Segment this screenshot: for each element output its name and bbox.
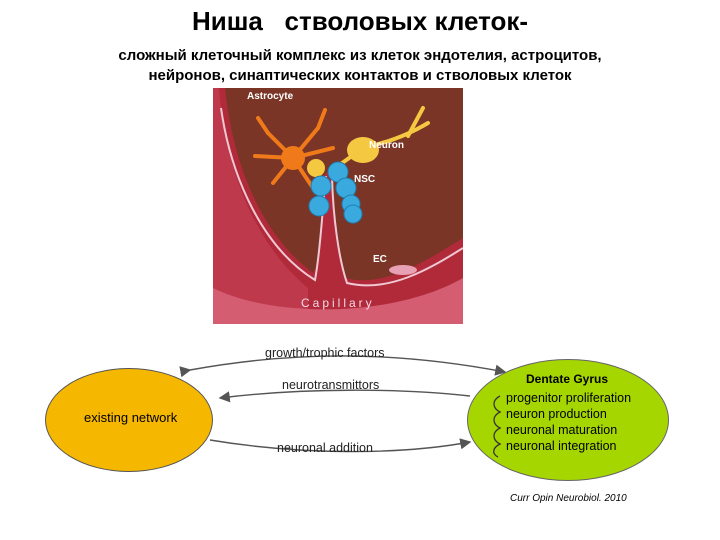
- arrow-label-neurotransmittors: neurotransmittors: [282, 378, 380, 392]
- astrocyte-label: Astrocyte: [247, 91, 294, 102]
- dentate-gyrus-list: progenitor proliferation neuron producti…: [506, 390, 631, 454]
- arrow-neuronal-addition: [209, 438, 472, 453]
- subtitle-line-2: нейронов, синаптических контактов и ство…: [148, 67, 572, 84]
- neuron-body: [347, 137, 379, 163]
- slide-subtitle: сложный клеточный комплекс из клеток энд…: [0, 46, 720, 86]
- capillary-label: Capillary: [301, 296, 375, 310]
- nsc-label: NSC: [354, 174, 376, 185]
- neurogenesis-network-diagram: growth/trophic factors neurotransmittors…: [0, 330, 720, 530]
- citation: Curr Opin Neurobiol. 2010: [510, 493, 627, 504]
- dg-item-integration: neuronal integration: [506, 439, 617, 453]
- neuron-synapse: [307, 159, 325, 177]
- arrow-label-growth-factors: growth/trophic factors: [265, 346, 385, 360]
- ec-nucleus: [389, 265, 417, 275]
- dg-item-maturation: neuronal maturation: [506, 423, 618, 437]
- arrow-neurotransmittors: [218, 389, 471, 403]
- cycle-arrows-icon: [493, 395, 502, 458]
- existing-network-node: existing network: [45, 368, 213, 472]
- slide-title: Ниша стволовых клеток-: [191, 6, 529, 36]
- dentate-gyrus-title: Dentate Gyrus: [526, 372, 609, 386]
- subtitle-line-1: сложный клеточный комплекс из клеток энд…: [118, 47, 602, 64]
- arrow-label-neuronal-addition: neuronal addition: [277, 441, 373, 455]
- stem-cell-niche-illustration: Astrocyte Neuron NSC EC Capillary: [213, 88, 463, 324]
- capillary-lumen: [213, 278, 463, 324]
- capillary-wall-outer: [213, 88, 308, 324]
- network-arrows: [179, 355, 507, 453]
- arrow-growth-factors: [179, 355, 507, 378]
- dentate-gyrus-node: Dentate Gyrus progenitor proliferation n…: [467, 359, 669, 481]
- dg-item-proliferation: progenitor proliferation: [506, 391, 632, 405]
- nsc-cluster: [308, 161, 363, 224]
- dg-item-production: neuron production: [506, 407, 607, 421]
- niche-drawing: [213, 88, 463, 324]
- neuron-label: Neuron: [369, 140, 404, 151]
- existing-network-label: existing network: [84, 410, 178, 425]
- astrocyte-body: [281, 146, 305, 170]
- endothelium-line-right: [331, 175, 463, 287]
- ec-label: EC: [373, 254, 387, 265]
